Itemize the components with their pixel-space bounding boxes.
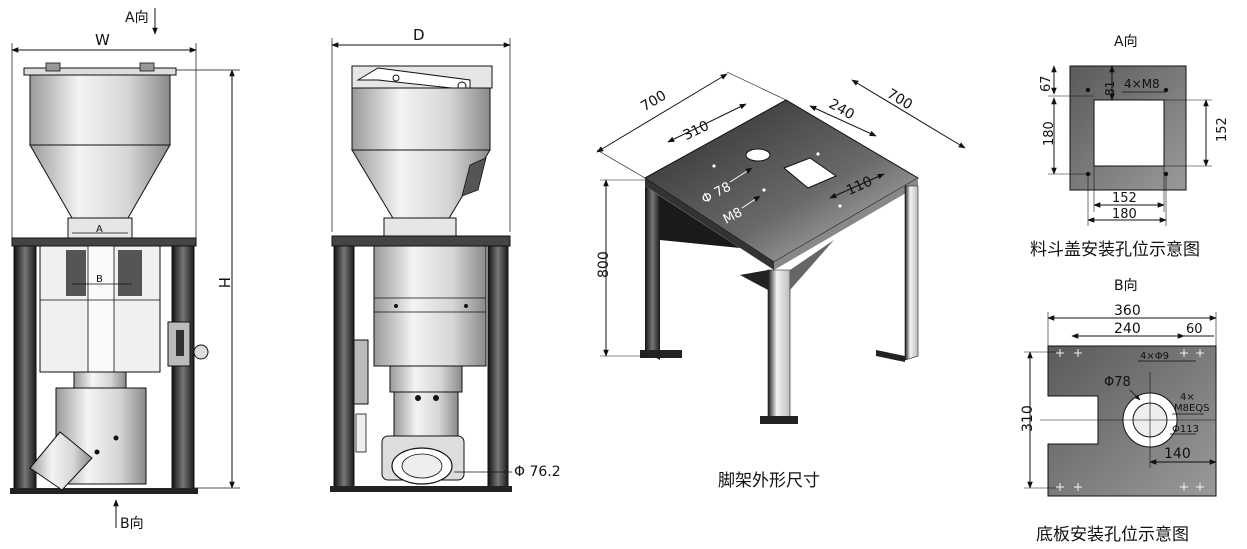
- base-phi113-label: Φ113: [1172, 424, 1199, 435]
- depth-dimension-label: D: [413, 26, 425, 44]
- lid-hole-diagram: A向 67 180 81 4×M8 152 152 180: [1030, 34, 1230, 260]
- a-direction-label: A向: [125, 10, 149, 26]
- lid-holes-label: 4×M8: [1124, 77, 1160, 91]
- b-section-label: B: [96, 274, 103, 285]
- base-dim-360: 360: [1114, 303, 1141, 319]
- lid-dim-67: 67: [1039, 75, 1054, 92]
- base-dim-310: 310: [1020, 405, 1036, 432]
- a-section-label: A: [96, 224, 103, 235]
- base-m8-count: 4×: [1180, 392, 1195, 403]
- side-view: D Φ 76.2: [330, 26, 561, 492]
- stand-isometric-view: 700 700 310 240 110 800 Φ 78 M8 脚架外形尺寸: [596, 71, 966, 491]
- base-dim-60: 60: [1186, 322, 1203, 337]
- b-direction-label: B向: [120, 516, 144, 532]
- base-m8-type: M8EQS: [1174, 403, 1210, 414]
- base-holes-phi9: 4×Φ9: [1140, 351, 1169, 362]
- stand-dim-240: 240: [826, 96, 857, 123]
- base-view-title: B向: [1114, 278, 1138, 294]
- stand-dim-800: 800: [596, 251, 612, 278]
- lid-dim-152-vertical: 152: [1215, 117, 1230, 142]
- base-phi78-label: Φ78: [1104, 375, 1131, 390]
- base-caption: 底板安装孔位示意图: [1036, 525, 1189, 545]
- stand-dim-310: 310: [681, 118, 712, 144]
- outlet-diameter-label: Φ 76.2: [514, 464, 561, 480]
- lid-dim-180-horizontal: 180: [1112, 207, 1137, 222]
- lid-dim-180-vertical: 180: [1042, 121, 1057, 146]
- base-plate-diagram: B向 360 240 60 310: [1020, 278, 1217, 545]
- stand-dim-700-right: 700: [884, 86, 915, 113]
- height-dimension-label: H: [215, 277, 233, 288]
- lid-dim-81: 81: [1103, 81, 1117, 96]
- lid-dim-152-horizontal: 152: [1112, 191, 1137, 206]
- base-dim-140: 140: [1164, 446, 1191, 462]
- stand-caption: 脚架外形尺寸: [718, 471, 820, 491]
- base-dim-240: 240: [1114, 321, 1141, 337]
- width-dimension-label: W: [95, 31, 110, 49]
- lid-caption: 料斗盖安装孔位示意图: [1030, 240, 1200, 260]
- front-view: A向 W H A B: [10, 8, 240, 532]
- lid-view-title: A向: [1114, 34, 1138, 50]
